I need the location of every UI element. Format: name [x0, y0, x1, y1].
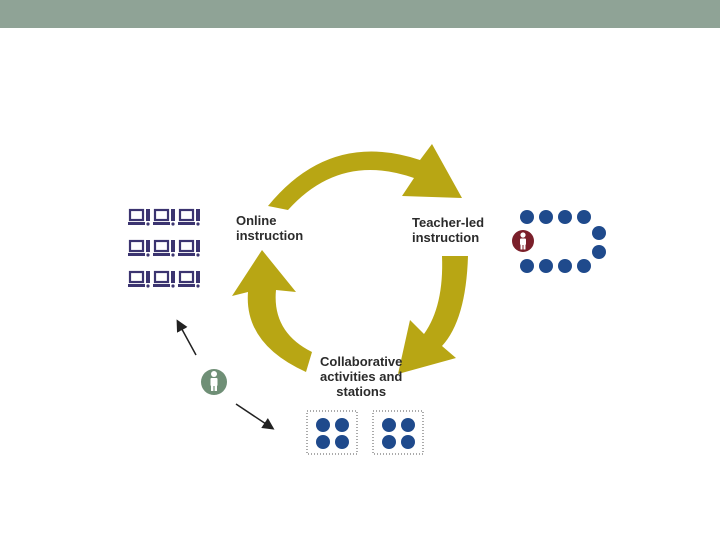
computer-workstation-icon [128, 208, 150, 226]
student-dot [520, 259, 534, 273]
student-dot [520, 210, 534, 224]
computer-workstation-icon [128, 270, 150, 288]
collab-group-box-1 [306, 410, 358, 455]
collaborative-groups [316, 418, 415, 449]
student-dot [577, 259, 591, 273]
student-dot [539, 259, 553, 273]
cycle-arrows [232, 144, 468, 374]
student-dot [592, 245, 606, 259]
label-collaborative-activities: Collaborative activities and stations [320, 354, 403, 399]
computer-workstation-icon [178, 239, 200, 257]
computer-workstation-icon [153, 270, 175, 288]
computer-workstation-icon [153, 208, 175, 226]
student-dot [316, 435, 330, 449]
student-dot [592, 226, 606, 240]
computer-workstation-icon [128, 239, 150, 257]
computer-workstations [128, 208, 200, 288]
label-online-instruction: Online instruction [236, 213, 304, 243]
student-dot [401, 418, 415, 432]
student-dot [382, 435, 396, 449]
student-dot [401, 435, 415, 449]
top-bar [0, 0, 720, 28]
cycle-arrow-bottom-right [398, 256, 468, 374]
computer-workstation-icon [178, 270, 200, 288]
student-dot [539, 210, 553, 224]
student-dot [577, 210, 591, 224]
collab-group-box-2 [372, 410, 424, 455]
cycle-arrow-top [268, 144, 462, 210]
roam-arrow-to-collab [235, 403, 275, 430]
cycle-arrow-left [232, 250, 312, 372]
computer-workstation-icon [153, 239, 175, 257]
roam-arrow-to-online [176, 319, 197, 356]
student-dot [335, 435, 349, 449]
student-dot [558, 210, 572, 224]
teacher-icon [210, 371, 218, 391]
student-dot [382, 418, 396, 432]
label-teacher-led-instruction: Teacher-led instruction [412, 215, 485, 245]
student-dot [558, 259, 572, 273]
teacher-icon [512, 230, 534, 252]
student-dot [335, 418, 349, 432]
student-dot [316, 418, 330, 432]
roaming-teacher [201, 369, 227, 395]
teacher-led-group [512, 210, 606, 273]
computer-workstation-icon [178, 208, 200, 226]
